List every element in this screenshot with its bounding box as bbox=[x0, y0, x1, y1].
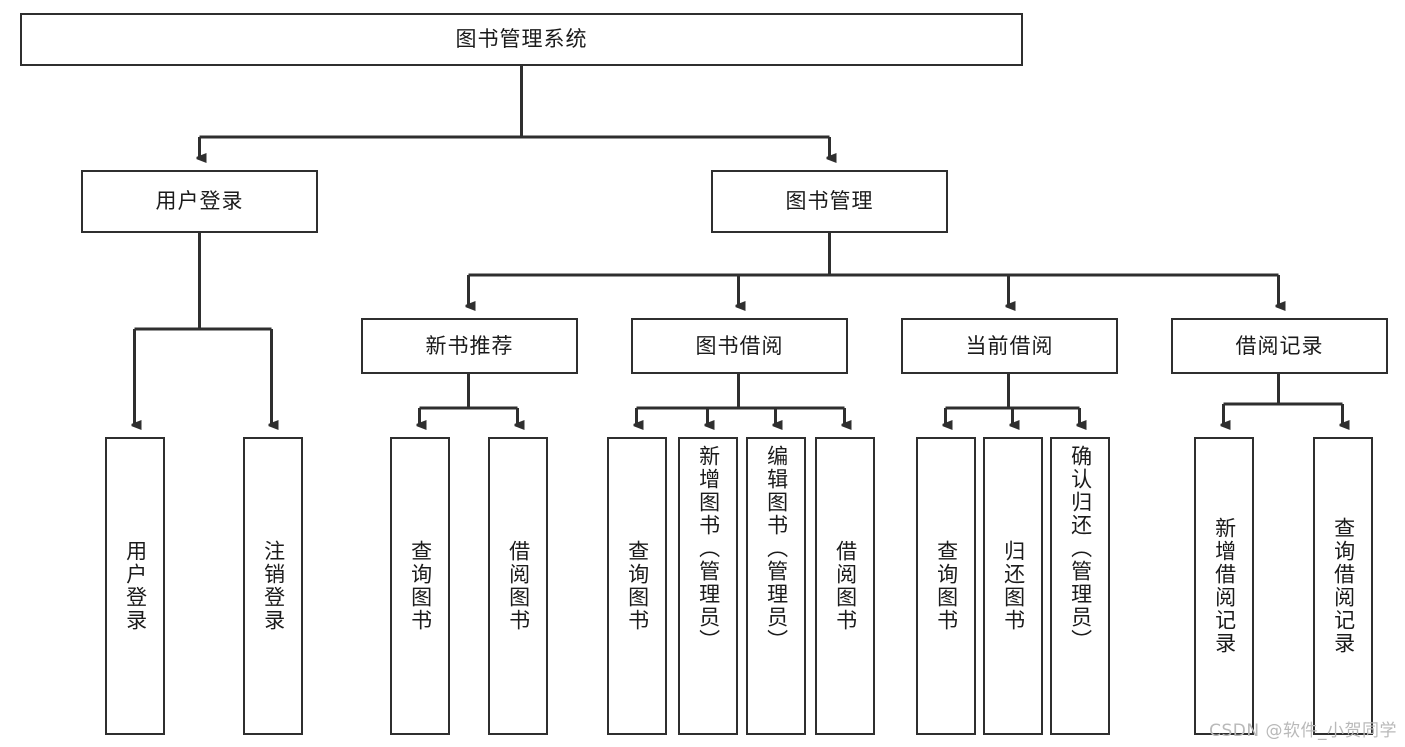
node-leaf-logout[interactable]: 注销登录 bbox=[243, 437, 303, 735]
node-leaf-confirm-return-admin[interactable]: 确认归还（管理员） bbox=[1050, 437, 1110, 735]
node-label: 注销登录 bbox=[261, 540, 286, 632]
node-current-borrow[interactable]: 当前借阅 bbox=[901, 318, 1118, 374]
node-label: 借阅图书 bbox=[833, 540, 858, 632]
node-leaf-return-book[interactable]: 归还图书 bbox=[983, 437, 1043, 735]
node-label: 新书推荐 bbox=[425, 333, 514, 358]
node-user-login[interactable]: 用户登录 bbox=[81, 170, 318, 233]
node-leaf-edit-book-admin[interactable]: 编辑图书（管理员） bbox=[746, 437, 806, 735]
node-label: 当前借阅 bbox=[965, 333, 1054, 358]
node-leaf-query-book-current[interactable]: 查询图书 bbox=[916, 437, 976, 735]
node-book-management[interactable]: 图书管理 bbox=[711, 170, 948, 233]
node-leaf-query-book-borrow[interactable]: 查询图书 bbox=[607, 437, 667, 735]
node-book-management-system[interactable]: 图书管理系统 bbox=[20, 13, 1023, 66]
node-leaf-add-book-admin[interactable]: 新增图书（管理员） bbox=[678, 437, 738, 735]
node-label: 编辑图书（管理员） bbox=[764, 445, 789, 652]
node-label: 图书管理系统 bbox=[455, 27, 588, 52]
node-label: 借阅图书 bbox=[506, 540, 531, 632]
node-leaf-borrow-book-recommend[interactable]: 借阅图书 bbox=[488, 437, 548, 735]
node-label: 查询图书 bbox=[625, 540, 650, 632]
node-new-book-recommend[interactable]: 新书推荐 bbox=[361, 318, 578, 374]
node-leaf-borrow-book[interactable]: 借阅图书 bbox=[815, 437, 875, 735]
node-label: 图书借阅 bbox=[695, 333, 784, 358]
node-label: 用户登录 bbox=[155, 189, 244, 214]
csdn-watermark: CSDN @软件_小贺同学 bbox=[1209, 721, 1397, 741]
node-book-borrow[interactable]: 图书借阅 bbox=[631, 318, 848, 374]
node-label: 用户登录 bbox=[123, 540, 148, 632]
node-label: 借阅记录 bbox=[1235, 333, 1324, 358]
node-label: 确认归还（管理员） bbox=[1068, 445, 1093, 652]
node-label: 查询图书 bbox=[408, 540, 433, 632]
node-leaf-query-book-recommend[interactable]: 查询图书 bbox=[390, 437, 450, 735]
node-label: 图书管理 bbox=[785, 189, 874, 214]
node-leaf-user-login[interactable]: 用户登录 bbox=[105, 437, 165, 735]
node-leaf-query-borrow-record[interactable]: 查询借阅记录 bbox=[1313, 437, 1373, 735]
node-label: 归还图书 bbox=[1001, 540, 1026, 632]
node-label: 查询图书 bbox=[934, 540, 959, 632]
node-label: 新增图书（管理员） bbox=[696, 445, 721, 652]
node-leaf-add-borrow-record[interactable]: 新增借阅记录 bbox=[1194, 437, 1254, 735]
node-label: 新增借阅记录 bbox=[1212, 517, 1237, 655]
node-label: 查询借阅记录 bbox=[1331, 517, 1356, 655]
node-borrow-record[interactable]: 借阅记录 bbox=[1171, 318, 1388, 374]
